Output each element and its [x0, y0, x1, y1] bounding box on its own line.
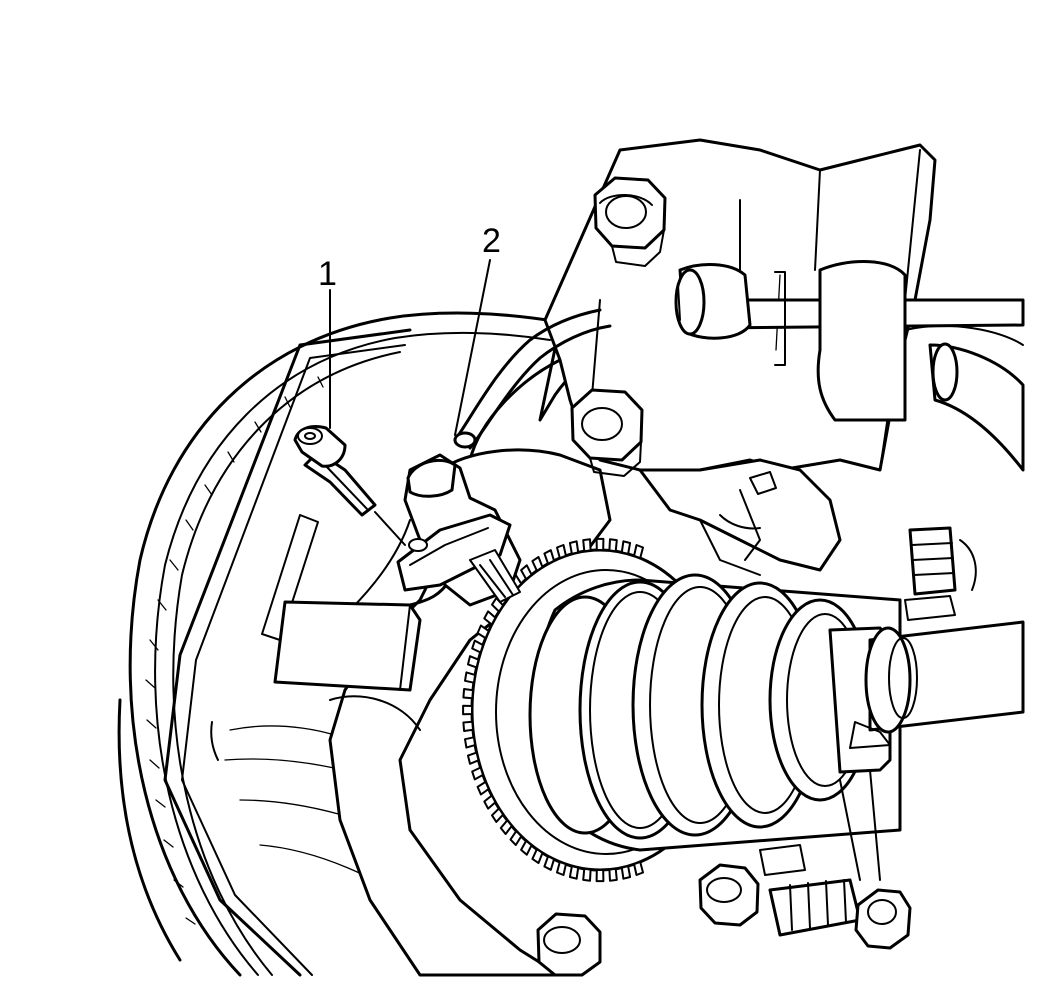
tone-ring-tooth	[464, 671, 477, 684]
middle-bolt	[570, 388, 644, 477]
tone-ring-tooth	[509, 830, 523, 846]
tone-ring-tooth	[471, 639, 484, 654]
tone-ring-tooth	[476, 624, 490, 640]
rotor-vent-marks	[145, 376, 324, 925]
stabilizer-link	[759, 769, 912, 950]
tone-ring-tooth	[476, 780, 490, 796]
tone-ring-tooth	[462, 720, 474, 732]
tone-ring-tooth	[608, 867, 618, 882]
tone-ring-tooth	[462, 688, 474, 700]
tone-ring-tooth	[608, 538, 618, 553]
sensor-bolt	[293, 425, 377, 517]
tone-ring-tooth	[568, 540, 580, 555]
brake-rotor	[117, 311, 562, 977]
tone-ring-tooth	[556, 860, 567, 876]
callout-2-label: 2	[482, 222, 501, 260]
cv-boot	[528, 573, 902, 852]
bolt-alignment-leader	[374, 511, 406, 546]
tone-ring-tooth	[499, 819, 513, 835]
lower-bolt	[536, 863, 760, 977]
tone-ring-tooth	[620, 540, 632, 555]
tone-ring-tooth	[633, 860, 644, 876]
axle-shaft	[849, 526, 1025, 749]
tone-ring-tooth	[543, 855, 555, 871]
tie-rod	[674, 260, 1025, 472]
tone-ring-tooth	[520, 839, 533, 856]
tone-ring-tooth	[582, 538, 592, 553]
upper-bolt	[593, 176, 667, 267]
tone-ring-tooth	[582, 867, 592, 882]
tone-ring-tooth	[531, 848, 544, 864]
tone-ring-tooth	[633, 544, 644, 560]
tone-ring-tooth	[556, 544, 567, 560]
tone-ring-teeth	[462, 537, 644, 883]
tone-ring-tooth	[471, 766, 484, 781]
tone-ring-tooth	[467, 655, 480, 669]
tone-ring-tooth	[531, 556, 544, 572]
tone-ring-tooth	[462, 704, 473, 716]
tone-ring-tooth	[568, 865, 580, 880]
tone-ring-tooth	[491, 807, 505, 823]
callout-leaders	[329, 259, 491, 546]
wheel-speed-sensor	[396, 308, 612, 607]
tone-ring-tooth	[464, 736, 477, 749]
tone-ring-tooth	[543, 549, 555, 565]
tone-ring-tooth	[483, 794, 497, 810]
tone-ring-tooth	[620, 865, 632, 880]
tone-ring-tooth	[467, 751, 480, 765]
tone-ring-tooth	[595, 869, 605, 883]
tone-ring-tooth	[520, 564, 533, 581]
tone-ring-tooth	[483, 610, 497, 626]
callout-1-label: 1	[318, 255, 337, 293]
callout-2-leader	[454, 259, 491, 436]
tone-ring-tooth	[595, 537, 605, 551]
